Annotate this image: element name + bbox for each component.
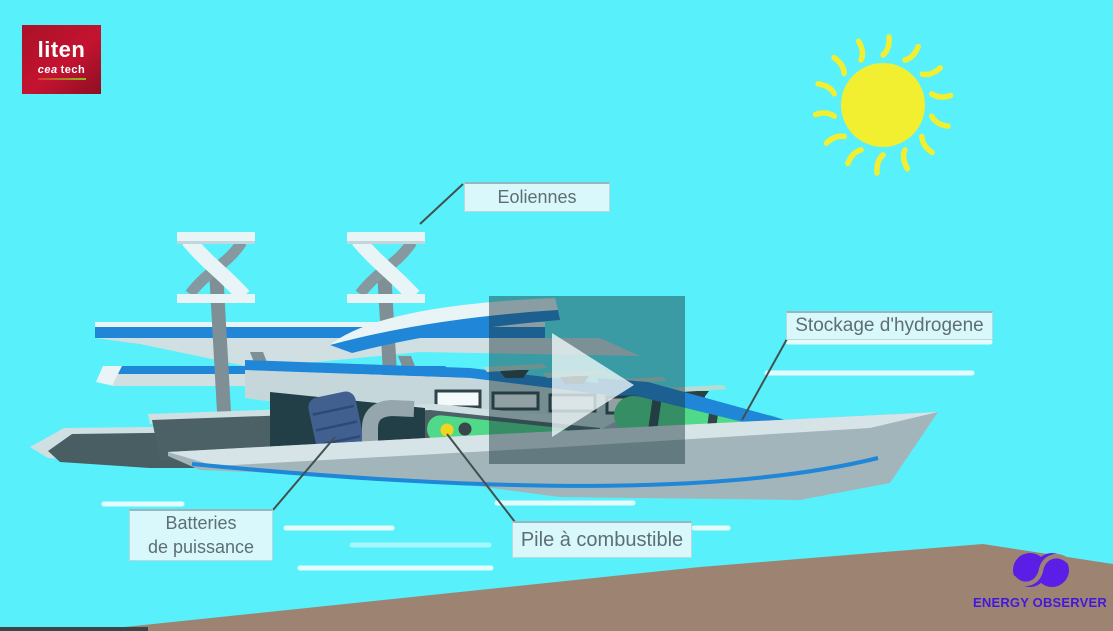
label-stockage-text: Stockage d'hydrogene	[795, 315, 984, 336]
leader-batteries	[272, 436, 336, 511]
label-stockage: Stockage d'hydrogene	[786, 311, 993, 340]
video-progress-bar[interactable]	[0, 627, 148, 631]
label-batteries-line1: Batteries	[165, 513, 237, 534]
liten-underline	[37, 78, 86, 80]
tech-wordmark: tech	[60, 64, 86, 76]
turbine-mast	[209, 270, 232, 430]
white-streak-lines	[101, 339, 993, 571]
cea-wordmark: cea	[37, 64, 58, 76]
label-batteries-line2: de puissance	[147, 536, 255, 557]
label-pile-text: Pile à combustible	[520, 528, 684, 551]
pipe	[362, 399, 415, 452]
boat	[30, 232, 938, 500]
liten-logo-title: liten	[37, 37, 86, 62]
label-eoliennes-text: Eoliennes	[497, 187, 577, 207]
waterline-stripe	[191, 456, 879, 488]
play-button[interactable]	[489, 296, 685, 464]
label-eoliennes: Eoliennes	[464, 182, 610, 212]
energy-observer-logo: ENERGY OBSERVER	[972, 548, 1108, 618]
sun-icon	[815, 37, 950, 173]
play-icon	[552, 333, 634, 437]
leader-eoliennes	[419, 183, 464, 225]
leader-pile	[446, 433, 516, 523]
label-pile: Pile à combustible	[512, 521, 692, 558]
label-batteries: Batteries de puissance	[129, 509, 273, 561]
ground	[86, 544, 1113, 631]
leader-lines	[272, 183, 788, 523]
infinity-icon	[1011, 553, 1072, 587]
leader-stockage	[741, 338, 788, 421]
energy-observer-wordmark: ENERGY OBSERVER	[972, 595, 1107, 610]
